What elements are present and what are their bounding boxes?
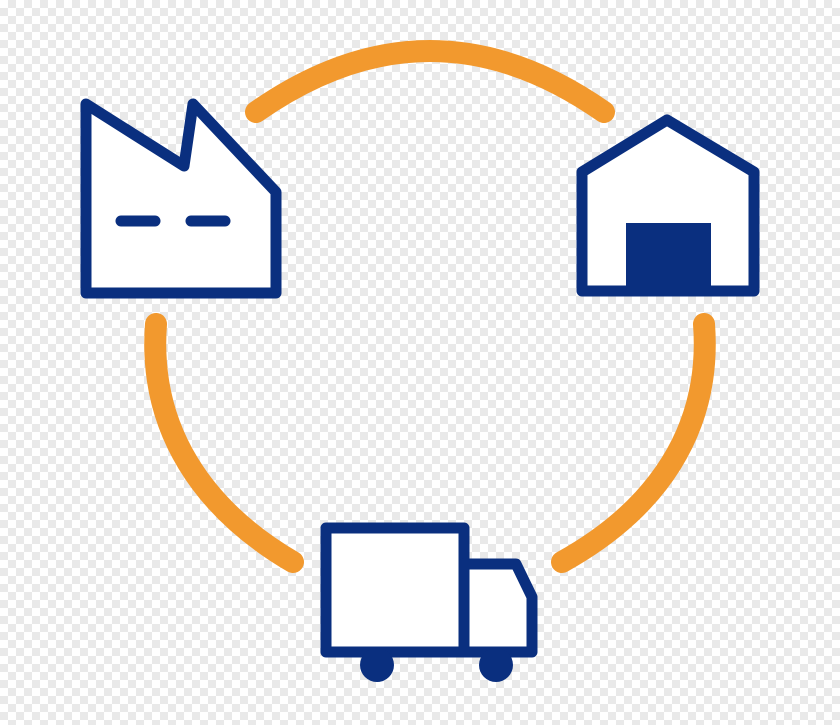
truck-icon <box>320 522 538 682</box>
truck-wheel-rear <box>360 648 394 682</box>
cycle-arcs <box>144 40 716 573</box>
factory-outline <box>80 98 282 299</box>
truck-wheel-front <box>479 648 513 682</box>
warehouse-icon <box>576 114 760 297</box>
truck-cargo-box <box>320 522 470 658</box>
arc-factory-to-warehouse <box>245 40 615 123</box>
truck-cab <box>458 558 538 658</box>
warehouse-door <box>626 223 711 291</box>
arc-truck-to-factory <box>144 313 304 573</box>
arc-warehouse-to-truck <box>551 313 716 573</box>
factory-icon <box>80 98 282 299</box>
